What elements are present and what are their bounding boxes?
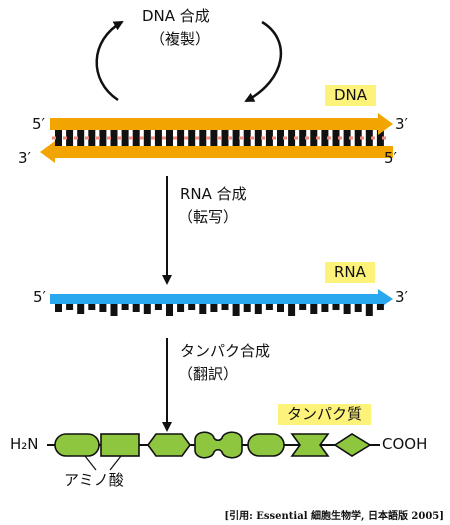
rna-base — [55, 304, 62, 312]
rna-base — [354, 304, 362, 312]
dna-tag: DNA — [325, 85, 377, 106]
dna-base-pair — [166, 130, 173, 146]
rna-base — [121, 304, 129, 310]
rna-base — [321, 304, 329, 312]
dna-base-pair — [143, 130, 151, 146]
dna-base-pair — [376, 130, 384, 146]
dna-base-pair — [332, 130, 340, 146]
rna-base — [277, 304, 284, 312]
rna-left-end: 5′ — [33, 288, 46, 306]
dna-base-pair — [365, 130, 373, 146]
dna-base-pair — [288, 130, 296, 146]
citation: [引用: Essential 細胞生物学, 日本語版 2005] — [224, 511, 444, 522]
rna-base — [188, 304, 196, 310]
rna-base — [232, 304, 240, 316]
dna-base-pair — [77, 130, 85, 146]
replication-subtitle: （複製） — [150, 30, 211, 48]
dna-base-pairs — [52, 130, 388, 146]
rna-base — [299, 304, 307, 310]
dna-base-pair — [99, 130, 107, 146]
rna-base — [343, 304, 351, 314]
rna-base — [88, 304, 96, 310]
c-terminus-label: COOH — [382, 435, 428, 453]
dna-base-pair — [232, 130, 240, 146]
amino-acid-label: アミノ酸 — [64, 471, 124, 489]
rna-base — [221, 304, 229, 310]
rna-base — [332, 304, 340, 310]
dna-base-pair — [188, 130, 196, 146]
rna-base — [376, 304, 384, 310]
dna-base-pair — [221, 130, 229, 146]
amino-acid-residue — [194, 431, 243, 459]
dna-base-pair — [177, 130, 185, 146]
dna-top-right-end: 3′ — [395, 115, 408, 133]
replication-title: DNA 合成 — [142, 7, 210, 25]
rna-base — [110, 304, 118, 316]
n-terminus-label: H₂N — [10, 435, 39, 453]
dna-base-pair — [154, 130, 162, 146]
rna-base — [132, 304, 140, 312]
dna-base-pair — [88, 130, 96, 146]
dna-base-pair — [310, 130, 318, 146]
rna-base — [66, 304, 74, 310]
dna-bottom-strand — [40, 141, 393, 163]
dna-base-pair — [110, 130, 118, 146]
rna-base — [310, 304, 318, 314]
rna-base — [177, 304, 185, 312]
rna-base — [199, 304, 207, 314]
rna-base — [154, 304, 162, 310]
dna-base-pair — [265, 130, 273, 146]
rna-bases — [55, 304, 384, 316]
amino-acid-pointer — [109, 455, 122, 471]
dna-base-pair — [199, 130, 207, 146]
dna-base-pair — [321, 130, 329, 146]
rna-base — [265, 304, 273, 310]
dna-base-pair — [55, 130, 62, 146]
protein-tag: タンパク質 — [278, 404, 372, 425]
transcription-title: RNA 合成 — [180, 185, 247, 203]
dna-base-pair — [277, 130, 284, 146]
rna-base — [99, 304, 107, 312]
amino-acid-chain — [54, 431, 372, 459]
amino-acid-residue — [54, 433, 100, 457]
dna-base-pair — [243, 130, 251, 146]
dna-base-pair — [354, 130, 362, 146]
amino-acid-residue — [333, 433, 372, 457]
rna-base — [77, 304, 85, 314]
amino-acid-residue — [100, 433, 140, 457]
rna-base — [143, 304, 151, 314]
transcription-subtitle: （転写） — [178, 208, 239, 226]
rna-base — [254, 304, 262, 314]
rna-base — [210, 304, 218, 312]
dna-base-pair — [66, 130, 74, 146]
rna-right-end: 3′ — [395, 288, 408, 306]
dna-bottom-left-end: 3′ — [18, 149, 31, 167]
amino-acid-residue — [147, 433, 191, 457]
amino-acid-residue — [290, 433, 330, 457]
dna-base-pair — [254, 130, 262, 146]
rna-base — [365, 304, 373, 316]
dna-base-pair — [210, 130, 218, 146]
replication-arrow-right — [244, 20, 283, 103]
dna-base-pair — [121, 130, 129, 146]
translation-title: タンパク合成 — [180, 342, 271, 360]
dna-base-pair — [299, 130, 307, 146]
dna-base-pair — [343, 130, 351, 146]
rna-base — [166, 304, 173, 316]
dna-top-left-end: 5′ — [32, 115, 45, 133]
dna-base-pair — [132, 130, 140, 146]
replication-arrow-left — [95, 20, 124, 102]
rna-tag: RNA — [325, 262, 375, 283]
rna-base — [288, 304, 296, 316]
dna-bottom-right-end: 5′ — [384, 149, 397, 167]
rna-base — [243, 304, 251, 312]
amino-acid-pointer — [84, 455, 97, 471]
translation-subtitle: （翻訳） — [178, 365, 239, 383]
dna-top-strand — [50, 113, 393, 135]
amino-acid-residue — [247, 433, 285, 457]
